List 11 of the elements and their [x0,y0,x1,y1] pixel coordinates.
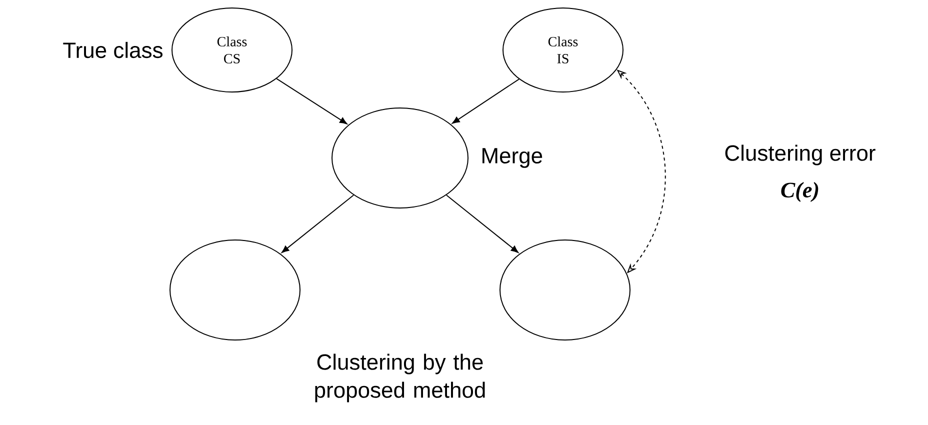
arrow [446,194,518,253]
edge-label: Clustering error [723,144,877,166]
caption: Clustering by the proposed method [315,354,485,402]
node-label: True class [63,42,162,58]
arrow [452,78,520,124]
ellipse [500,239,630,340]
arrow [276,78,348,124]
ellipse [170,239,300,340]
formula-label: C(e) [781,182,818,202]
node-label: Merge [482,148,542,168]
arrow [282,194,354,253]
